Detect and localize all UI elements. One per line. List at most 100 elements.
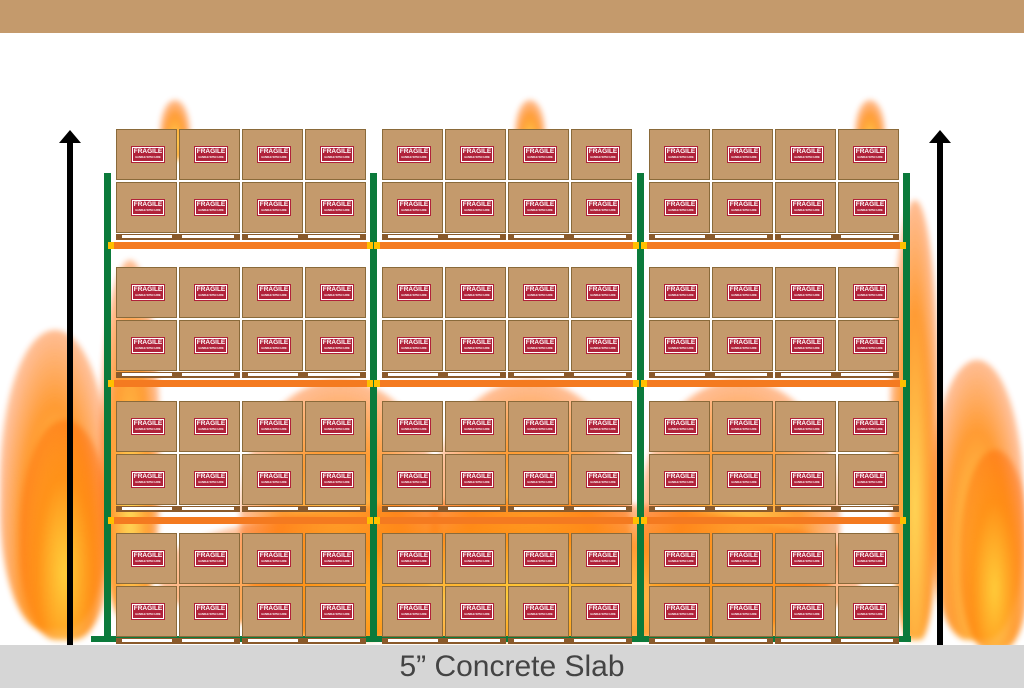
beam-clip (633, 517, 639, 524)
fragile-text: FRAGILE (792, 148, 822, 155)
rack-beam (108, 380, 373, 387)
handle-with-care-text: HANDLE WITH CARE (794, 347, 820, 350)
handle-with-care-text: HANDLE WITH CARE (464, 156, 490, 159)
handle-with-care-text: HANDLE WITH CARE (198, 613, 224, 616)
beam-clip (633, 380, 639, 387)
fragile-text: FRAGILE (666, 473, 696, 480)
handle-with-care-text: HANDLE WITH CARE (857, 481, 883, 484)
fragile-text: FRAGILE (855, 286, 885, 293)
handle-with-care-text: HANDLE WITH CARE (135, 347, 161, 350)
fragile-text: FRAGILE (133, 339, 163, 346)
handle-with-care-text: HANDLE WITH CARE (198, 428, 224, 431)
beam-clip (108, 380, 114, 387)
fragile-text: FRAGILE (133, 201, 163, 208)
fragile-text: FRAGILE (322, 148, 352, 155)
fragile-text: FRAGILE (462, 420, 492, 427)
handle-with-care-text: HANDLE WITH CARE (731, 209, 757, 212)
fragile-text: FRAGILE (133, 420, 163, 427)
fragile-text: FRAGILE (322, 473, 352, 480)
beam-clip (108, 517, 114, 524)
rack-beam (108, 242, 373, 249)
flame (960, 450, 1024, 650)
fragile-text: FRAGILE (399, 286, 429, 293)
handle-with-care-text: HANDLE WITH CARE (857, 428, 883, 431)
handle-with-care-text: HANDLE WITH CARE (527, 613, 553, 616)
fragile-text: FRAGILE (729, 552, 759, 559)
fragile-text: FRAGILE (259, 339, 289, 346)
fragile-text: FRAGILE (259, 148, 289, 155)
handle-with-care-text: HANDLE WITH CARE (590, 428, 616, 431)
pallet (382, 372, 506, 378)
handle-with-care-text: HANDLE WITH CARE (668, 560, 694, 563)
rack-upright (104, 173, 111, 642)
fragile-text: FRAGILE (525, 473, 555, 480)
handle-with-care-text: HANDLE WITH CARE (590, 156, 616, 159)
fragile-text: FRAGILE (259, 420, 289, 427)
handle-with-care-text: HANDLE WITH CARE (857, 347, 883, 350)
fragile-text: FRAGILE (588, 420, 618, 427)
fragile-text: FRAGILE (792, 473, 822, 480)
beam-clip (641, 242, 647, 249)
fragile-text: FRAGILE (322, 552, 352, 559)
handle-with-care-text: HANDLE WITH CARE (731, 294, 757, 297)
handle-with-care-text: HANDLE WITH CARE (668, 347, 694, 350)
beam-clip (900, 242, 906, 249)
beam-clip (108, 242, 114, 249)
fragile-text: FRAGILE (259, 201, 289, 208)
handle-with-care-text: HANDLE WITH CARE (668, 156, 694, 159)
fragile-text: FRAGILE (855, 339, 885, 346)
fragile-text: FRAGILE (322, 201, 352, 208)
up-arrow-icon-right (929, 130, 951, 645)
handle-with-care-text: HANDLE WITH CARE (198, 481, 224, 484)
handle-with-care-text: HANDLE WITH CARE (464, 560, 490, 563)
handle-with-care-text: HANDLE WITH CARE (261, 613, 287, 616)
fragile-text: FRAGILE (133, 148, 163, 155)
fragile-text: FRAGILE (588, 148, 618, 155)
handle-with-care-text: HANDLE WITH CARE (401, 613, 427, 616)
beam-clip (641, 380, 647, 387)
fragile-text: FRAGILE (792, 286, 822, 293)
pallet (242, 372, 366, 378)
handle-with-care-text: HANDLE WITH CARE (527, 560, 553, 563)
fragile-text: FRAGILE (259, 605, 289, 612)
fragile-text: FRAGILE (729, 473, 759, 480)
fragile-text: FRAGILE (588, 339, 618, 346)
handle-with-care-text: HANDLE WITH CARE (590, 613, 616, 616)
